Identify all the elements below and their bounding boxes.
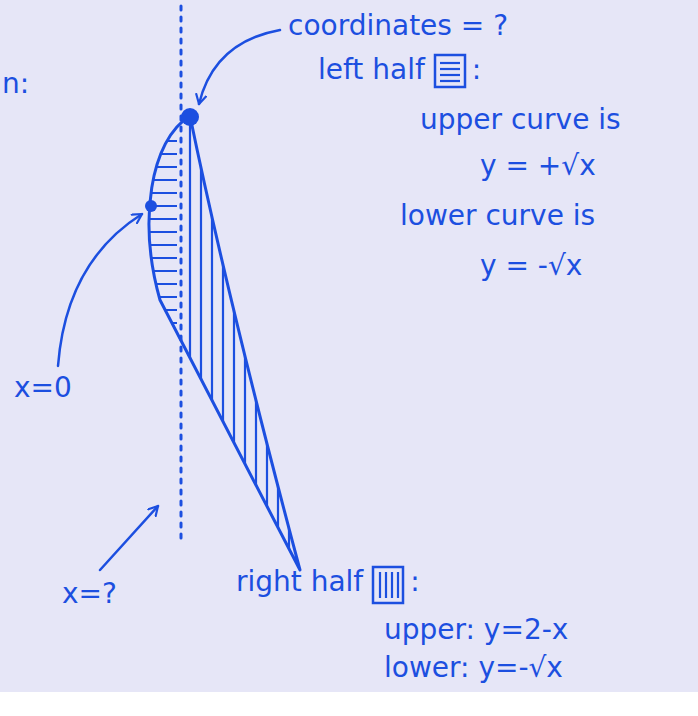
label-text: right half	[236, 565, 363, 598]
label-text: x=0	[14, 371, 72, 404]
hatch-icon	[371, 565, 405, 605]
label-text: lower: y=-√x	[384, 651, 563, 684]
partial-label: n:	[2, 68, 29, 100]
intersection-dot	[181, 108, 199, 126]
region-label: left half	[318, 54, 425, 86]
note-text: lower curve is	[400, 200, 595, 232]
label-text: :	[410, 565, 419, 598]
label-text: y = -√x	[480, 249, 582, 282]
colon: :	[410, 566, 419, 598]
vertical-line	[180, 6, 183, 538]
leader-arrow	[58, 214, 142, 366]
leader-arrow	[100, 506, 158, 570]
leader-arrow	[199, 30, 280, 104]
equation: upper: y=2-x	[384, 614, 568, 646]
region-outline	[149, 116, 300, 570]
label-text: lower curve is	[400, 199, 595, 232]
label-text: n:	[2, 67, 29, 100]
hatch-icon	[433, 53, 467, 89]
curve-dot	[145, 200, 157, 212]
label-text: y = +√x	[480, 149, 596, 182]
equation: y = -√x	[480, 250, 582, 282]
label-text: left half	[318, 53, 425, 86]
note-text: upper curve is	[420, 104, 621, 136]
label-text: upper curve is	[420, 103, 621, 136]
label-text: x=?	[62, 577, 117, 610]
colon: :	[472, 54, 481, 86]
label-text: coordinates = ?	[288, 9, 508, 42]
equation: lower: y=-√x	[384, 652, 563, 684]
axis-label: x=0	[14, 372, 72, 404]
axis-label: x=?	[62, 578, 117, 610]
label-text: upper: y=2-x	[384, 613, 568, 646]
region-label: right half	[236, 566, 363, 598]
label-text: :	[472, 53, 481, 86]
heading-note: coordinates = ?	[288, 10, 508, 42]
equation: y = +√x	[480, 150, 596, 182]
